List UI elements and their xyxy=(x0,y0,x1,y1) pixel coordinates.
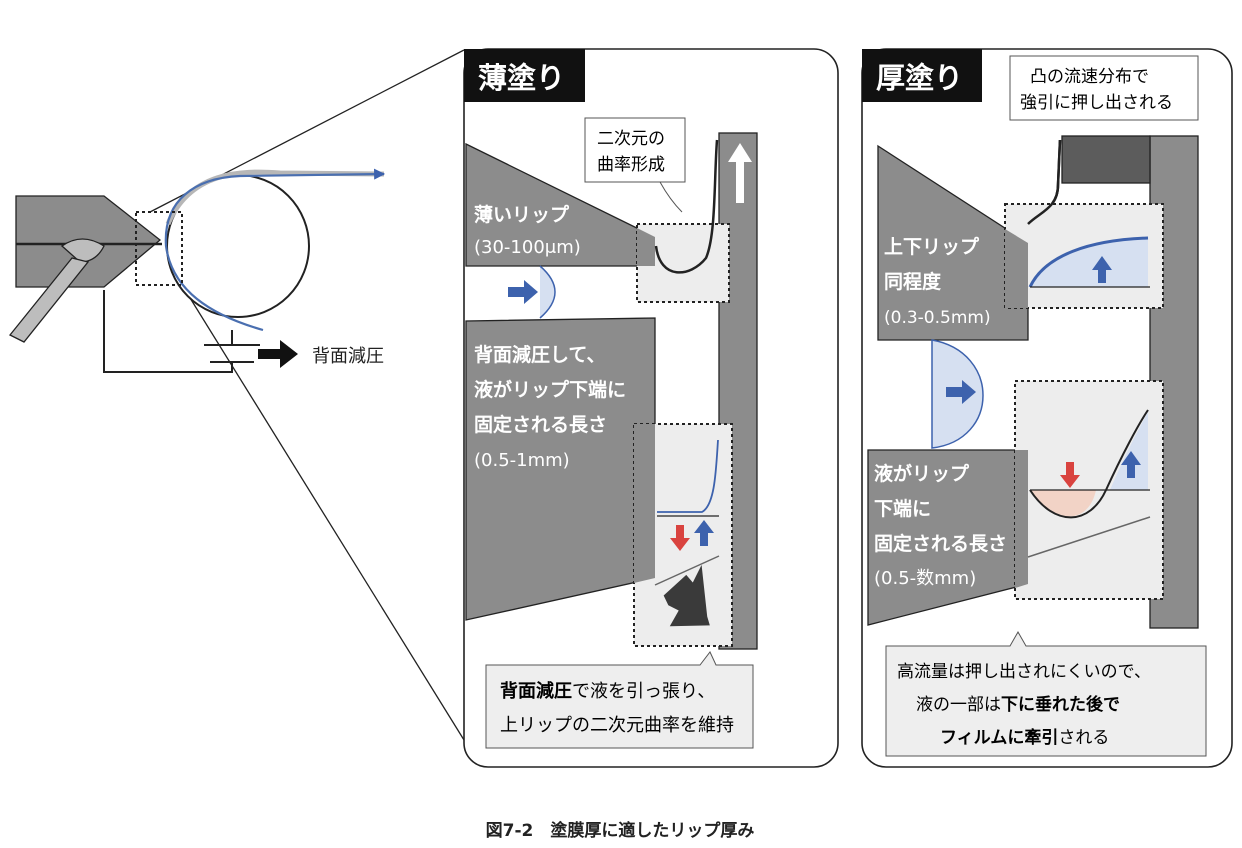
thick-callout-line1: 高流量は押し出されにくいので、 xyxy=(897,662,1151,682)
thick-upper-flow-profile xyxy=(1030,238,1148,287)
thin-callout-line1-rest: で液を引っ張り、 xyxy=(572,681,715,702)
thick-upper-label-line1: 上下リップ xyxy=(884,235,980,258)
thin-note-curvature-line1: 二次元の xyxy=(597,129,665,149)
thick-upper-value: (0.3-0.5mm) xyxy=(884,308,991,328)
thin-down-arrow-red-icon xyxy=(670,525,690,551)
thick-title-badge xyxy=(862,49,982,102)
thin-lower-gap-line xyxy=(654,555,720,586)
thick-coating-layer xyxy=(1061,135,1151,184)
thin-flow-arrow-icon xyxy=(508,280,538,304)
thin-coating-panel: 薄塗り 二次元の 曲率形成 薄いリップ (30-100μm) 背面減圧して、 液… xyxy=(463,48,839,768)
thin-upper-lip-redraw xyxy=(637,228,655,266)
thin-film-up-arrow-icon xyxy=(728,143,752,203)
thin-upper-meniscus xyxy=(654,139,719,274)
thick-lower-pink-profile xyxy=(1030,490,1096,517)
thick-upper-lip xyxy=(877,144,1029,341)
thin-title-badge xyxy=(464,49,585,102)
thick-upper-label-line2: 同程度 xyxy=(884,270,942,293)
thin-vacuum-down-arrow-icon xyxy=(663,564,710,627)
film-path xyxy=(165,169,385,225)
thick-lower-blue-profile xyxy=(1110,412,1148,490)
thick-callout-line2-rest: 液の一部は xyxy=(916,695,1001,715)
thick-lower-up-arrow-blue-icon xyxy=(1121,451,1141,478)
thick-upper-flow-curve xyxy=(1028,236,1149,288)
thick-coating-panel: 厚塗り 凸の流速分布で 強引に押し出される 上下リップ 同程度 (0.3-0.5… xyxy=(861,48,1233,768)
thin-lip-label: 薄いリップ xyxy=(474,203,570,226)
thick-upper-lip-redraw xyxy=(1005,229,1028,308)
thick-note-flow xyxy=(1009,55,1199,121)
thin-note-curvature xyxy=(584,117,686,183)
thin-lip-value: (30-100μm) xyxy=(474,237,581,258)
feed-pipe xyxy=(8,257,90,343)
thin-flow-profile xyxy=(539,265,556,319)
thick-callout-line2: 液の一部は下に垂れた後で xyxy=(916,694,1120,715)
thick-lower-lip-redraw xyxy=(1015,450,1028,588)
thin-up-arrow-blue-icon xyxy=(694,520,714,546)
thick-lower-gap-line xyxy=(1027,516,1151,558)
thin-note-curvature-line2: 曲率形成 xyxy=(597,155,665,175)
thin-lower-label-line3: 固定される長さ xyxy=(474,413,607,436)
film-path-line xyxy=(164,168,386,332)
vacuum-arrow-icon xyxy=(258,340,298,368)
thick-callout-box xyxy=(885,630,1207,757)
thick-lower-label-line2: 下端に xyxy=(874,497,931,520)
thick-lower-label-line1: 液がリップ xyxy=(874,462,970,485)
thin-callout-line1-bold: 背面減圧 xyxy=(500,680,572,702)
thick-callout-line3: フィルムに牽引される xyxy=(940,727,1109,748)
thick-lower-label-line3: 固定される長さ xyxy=(874,532,1007,555)
thin-lower-lip-redraw xyxy=(634,424,655,583)
thick-upper-meniscus xyxy=(1027,139,1062,225)
thick-lower-value: (0.5-数mm) xyxy=(874,568,976,589)
figure-caption: 図7-2 塗膜厚に適したリップ厚み xyxy=(486,820,755,841)
thick-note-flow-line1: 凸の流速分布で xyxy=(1030,67,1149,87)
overview-die-assembly: 背面減圧 xyxy=(8,49,465,741)
thick-title: 厚塗り xyxy=(876,61,963,95)
thick-note-flow-line2: 強引に押し出される xyxy=(1020,93,1173,113)
thick-callout-line3-rest: される xyxy=(1058,728,1109,748)
thin-callout-line1: 背面減圧で液を引っ張り、 xyxy=(500,680,715,702)
thin-lower-value: (0.5-1mm) xyxy=(474,450,570,471)
thin-title: 薄塗り xyxy=(478,61,565,95)
thin-lower-label-line1: 背面減圧して、 xyxy=(474,343,605,366)
vacuum-line xyxy=(103,290,233,373)
thick-flow-arrow-icon xyxy=(946,380,976,404)
thick-lower-down-arrow-red-icon xyxy=(1060,462,1080,488)
thin-callout-box xyxy=(485,651,754,749)
thin-callout-line2: 上リップの二次元曲率を維持 xyxy=(500,715,734,736)
thin-lower-label-line2: 液がリップ下端に xyxy=(474,378,626,401)
thick-upper-up-arrow-icon xyxy=(1092,256,1112,283)
thick-callout-line3-bold: フィルムに牽引 xyxy=(940,727,1058,748)
vacuum-label: 背面減圧 xyxy=(312,346,384,367)
zoom-line-bottom xyxy=(181,284,465,741)
thin-note-pointer xyxy=(659,181,683,213)
thick-callout-line2-bold: 下に垂れた後で xyxy=(1001,694,1120,715)
thin-lower-meniscus xyxy=(657,439,719,513)
